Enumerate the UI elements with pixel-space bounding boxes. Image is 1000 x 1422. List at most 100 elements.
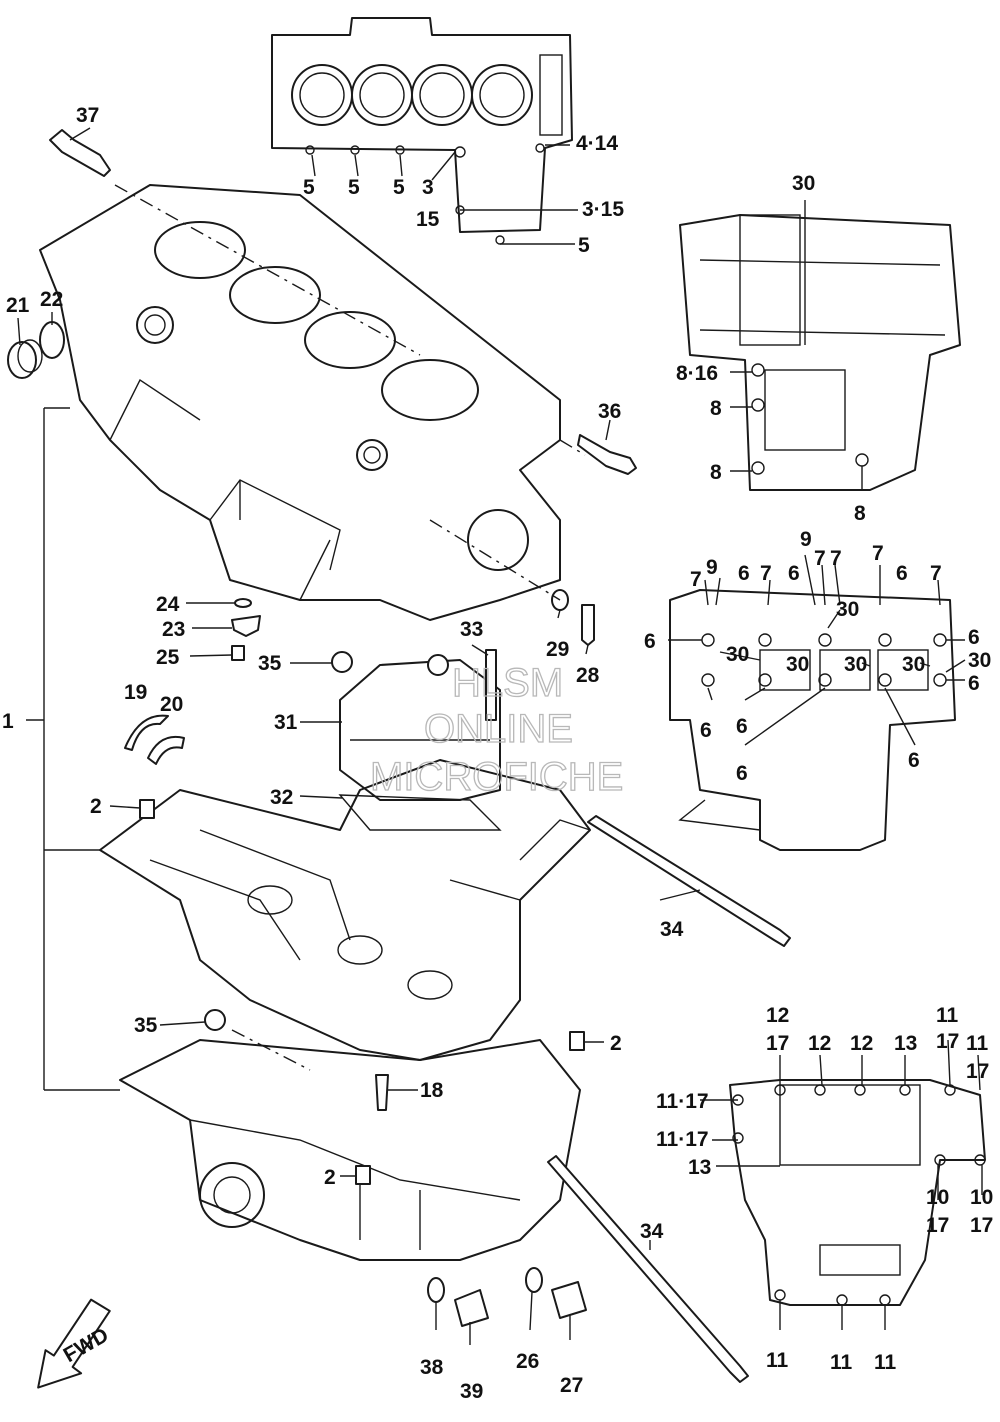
callout-7: 7 — [872, 542, 884, 565]
dowel-2-lower — [355, 1165, 371, 1185]
callout-8-16: 8·16 — [676, 362, 718, 385]
callout-10: 10 — [970, 1186, 993, 1209]
upper-case-bottom-view — [679, 214, 961, 491]
callout-2: 2 — [610, 1032, 622, 1055]
callout-11: 11 — [936, 1004, 959, 1027]
callout-11-17: 11·17 — [656, 1128, 709, 1151]
callout-2: 2 — [324, 1166, 336, 1189]
bolt-25 — [231, 645, 245, 661]
callout-24: 24 — [156, 593, 180, 616]
callout-6: 6 — [896, 562, 908, 585]
callout-9: 9 — [800, 528, 812, 551]
callout-6: 6 — [644, 630, 656, 653]
bolt-37 — [49, 129, 111, 177]
callout-33: 33 — [460, 618, 483, 641]
callout-22: 22 — [40, 288, 63, 311]
callout-37: 37 — [76, 104, 99, 127]
o-ring-22 — [39, 321, 65, 359]
callout-36: 36 — [598, 400, 621, 423]
stud-33 — [485, 649, 497, 721]
centerline — [559, 439, 586, 456]
callout-18: 18 — [420, 1079, 444, 1102]
plug-21 — [7, 339, 43, 379]
oil-cover-31 — [339, 654, 501, 801]
callout-6: 6 — [738, 562, 750, 585]
callout-5: 5 — [393, 176, 405, 199]
oil-pan — [119, 1039, 581, 1261]
callout-7: 7 — [760, 562, 772, 585]
callout-35: 35 — [134, 1014, 158, 1037]
callout-10: 10 — [926, 1186, 949, 1209]
callout-12: 12 — [850, 1032, 873, 1055]
callout-labels: 1 2 2 2 3 15 3·15 4·14 5 5 5 5 37 21 22 … — [2, 104, 993, 1403]
callout-6: 6 — [908, 749, 920, 772]
callout-17: 17 — [766, 1032, 789, 1055]
callout-30: 30 — [792, 172, 815, 195]
nut-35-lower — [204, 1009, 226, 1031]
callout-12: 12 — [808, 1032, 831, 1055]
callout-29: 29 — [546, 638, 569, 661]
callout-6: 6 — [968, 672, 980, 695]
callout-6: 6 — [736, 715, 748, 738]
callout-13: 13 — [894, 1032, 917, 1055]
callout-17: 17 — [970, 1214, 993, 1237]
callout-15: 15 — [416, 208, 440, 231]
callout-1: 1 — [2, 710, 14, 733]
plug-27 — [551, 1281, 587, 1319]
callout-38: 38 — [420, 1356, 444, 1379]
callout-25: 25 — [156, 646, 180, 669]
callout-7: 7 — [814, 547, 826, 570]
callout-28: 28 — [576, 664, 600, 687]
callout-30: 30 — [836, 598, 859, 621]
nut-35-upper — [331, 651, 353, 673]
watermark-line-1: HLSM — [452, 661, 563, 705]
clip-24 — [234, 598, 252, 608]
bearing-19 — [124, 714, 169, 751]
callout-39: 39 — [460, 1380, 483, 1403]
watermark-line-2: ONLINE — [424, 707, 573, 751]
callout-3: 3 — [422, 176, 434, 199]
centerline — [429, 519, 561, 601]
centerline — [231, 1029, 311, 1071]
callout-30: 30 — [726, 643, 749, 666]
bolt-28 — [581, 604, 595, 646]
dowel-2-right — [569, 1031, 585, 1051]
callout-11: 11 — [874, 1351, 897, 1374]
callout-8: 8 — [710, 461, 722, 484]
callout-6: 6 — [788, 562, 800, 585]
callout-34: 34 — [640, 1220, 664, 1243]
callout-26: 26 — [516, 1350, 539, 1373]
callout-7: 7 — [830, 547, 842, 570]
fwd-arrow-icon: FWD — [37, 1298, 113, 1389]
callout-2: 2 — [90, 795, 102, 818]
callout-17: 17 — [936, 1030, 959, 1053]
callout-7: 7 — [690, 568, 702, 591]
callout-6: 6 — [700, 719, 712, 742]
callout-11: 11 — [966, 1032, 989, 1055]
bearing-20 — [147, 736, 185, 765]
callout-3-15: 3·15 — [582, 198, 624, 221]
long-bolt-34-upper — [587, 815, 791, 947]
callout-6: 6 — [736, 762, 748, 785]
callout-5: 5 — [578, 234, 590, 257]
callout-23: 23 — [162, 618, 185, 641]
callout-12: 12 — [766, 1004, 789, 1027]
lower-crankcase — [99, 759, 591, 1061]
callout-30: 30 — [902, 653, 925, 676]
washer-38 — [427, 1277, 445, 1303]
callout-30: 30 — [968, 649, 991, 672]
callout-35: 35 — [258, 652, 282, 675]
callout-34: 34 — [660, 918, 684, 941]
callout-8: 8 — [710, 397, 722, 420]
callout-6: 6 — [968, 626, 980, 649]
callout-30: 30 — [786, 653, 809, 676]
callout-4-14: 4·14 — [576, 132, 618, 155]
long-bolt-34-lower — [547, 1155, 749, 1383]
callout-31: 31 — [274, 711, 298, 734]
callout-21: 21 — [6, 294, 30, 317]
callout-20: 20 — [160, 693, 183, 716]
watermark-line-3: MICROFICHE — [370, 755, 623, 799]
bolt-36 — [577, 434, 637, 475]
